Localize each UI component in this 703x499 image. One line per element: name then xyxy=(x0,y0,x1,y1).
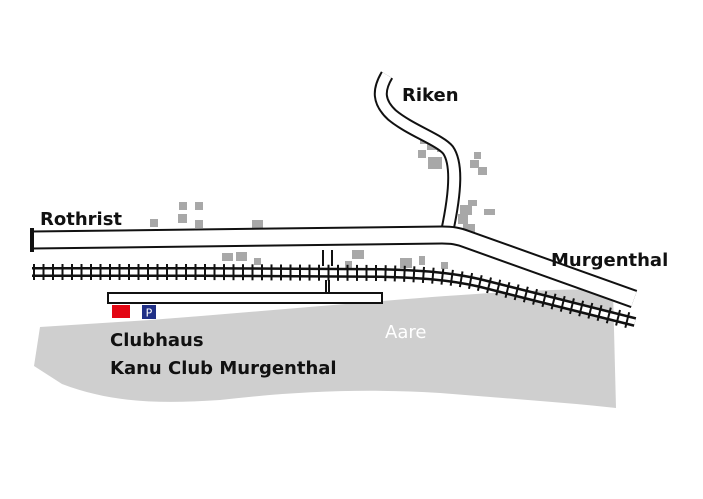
label-rothrist: Rothrist xyxy=(40,209,122,230)
railway-tie xyxy=(541,291,548,308)
railway-tie xyxy=(559,295,566,312)
main-road xyxy=(30,225,638,308)
railway-tie xyxy=(504,281,511,298)
railway-tie xyxy=(615,309,621,326)
railway-tie xyxy=(495,279,502,296)
railway-tie xyxy=(578,300,585,317)
road-riken xyxy=(373,71,462,234)
railway-tie xyxy=(532,288,538,305)
railway-tie xyxy=(513,284,520,301)
parking-symbol: P xyxy=(146,307,153,320)
railway-tie xyxy=(476,274,483,291)
railway-tie xyxy=(587,302,594,319)
label-clubhaus: Clubhaus xyxy=(110,330,204,351)
railway-tie xyxy=(486,277,492,294)
railway-tie xyxy=(412,266,416,283)
river-aare xyxy=(34,289,616,408)
railway-tie xyxy=(440,268,445,285)
river-road xyxy=(107,292,383,304)
railway-tie xyxy=(449,269,454,286)
label-club-name: Kanu Club Murgenthal xyxy=(110,358,337,379)
railway-tie xyxy=(458,271,464,288)
railway-tie xyxy=(522,286,529,303)
label-riken: Riken xyxy=(402,85,459,106)
crossing-road xyxy=(322,250,333,292)
label-murgenthal: Murgenthal xyxy=(551,250,668,271)
label-river-aare: Aare xyxy=(385,322,426,343)
railway-tie xyxy=(393,265,397,282)
railway-tie xyxy=(421,266,425,283)
railway xyxy=(32,264,637,329)
parking-icon[interactable]: P xyxy=(142,305,156,320)
railway-tie xyxy=(468,272,474,289)
railway-tie xyxy=(431,267,435,284)
railway-tie xyxy=(624,312,631,329)
railway-tie xyxy=(403,265,406,282)
clubhouse-marker-icon[interactable] xyxy=(112,305,130,318)
railway-tie xyxy=(550,293,557,310)
railway-tie xyxy=(605,307,612,324)
railway-tie xyxy=(569,298,575,315)
railway-ties xyxy=(33,264,631,329)
railway-tie xyxy=(596,305,603,322)
